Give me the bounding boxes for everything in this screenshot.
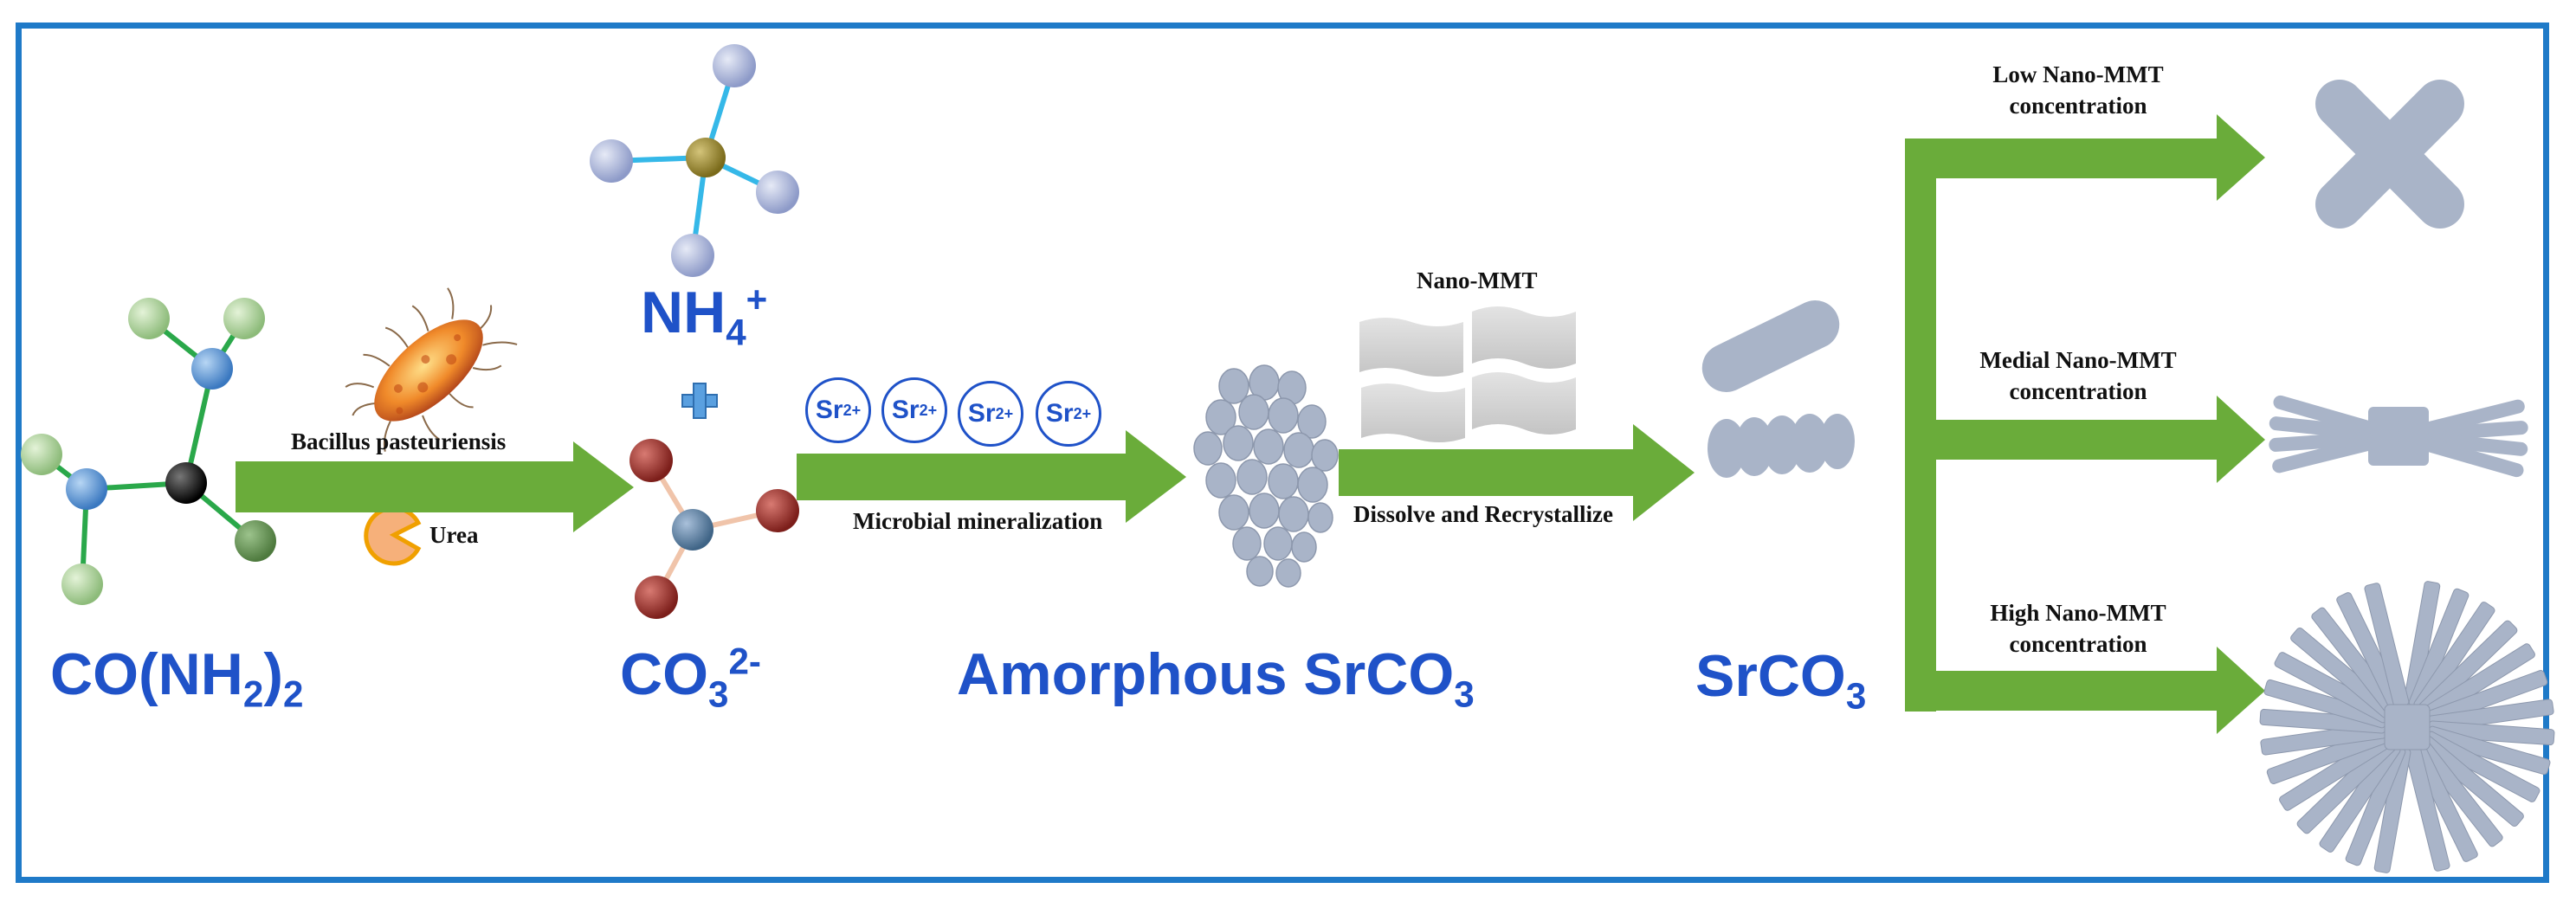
carbonate-label: CO32- <box>620 641 761 715</box>
arrow-mineralization <box>797 430 1186 523</box>
plus-icon <box>681 383 718 419</box>
srco3-label: SrCO3 <box>1695 643 1867 717</box>
ammonium-label: NH4+ <box>641 279 768 353</box>
ammonium-molecule-icon <box>590 44 799 277</box>
mineralization-annotation: Microbial mineralization <box>853 508 1103 534</box>
bundle-crystal-icon <box>2269 395 2528 478</box>
dissolve-annotation: Dissolve and Recrystallize <box>1353 501 1613 527</box>
srco3-rod-icon <box>1701 300 1855 478</box>
urea-formula-label: CO(NH2)2 <box>50 641 304 715</box>
branch-arrows <box>1905 114 2265 734</box>
urea-pacman-icon <box>364 506 422 566</box>
clay-sheet-icon <box>1359 306 1576 442</box>
carbonate-molecule-icon <box>629 439 799 619</box>
amorphous-particles-icon <box>1193 364 1339 588</box>
urea-molecule-icon <box>21 298 276 605</box>
arrow-urea-to-ions <box>236 441 634 532</box>
bacterium-icon <box>345 287 518 452</box>
amorphous-srco3-label: Amorphous SrCO3 <box>957 641 1475 715</box>
diagram-frame <box>16 23 2549 883</box>
nano-mmt-annotation: Nano-MMT <box>1417 267 1538 293</box>
arrow-recrystallize <box>1339 424 1695 521</box>
bacteria-annotation: Bacillus pasteuriensis <box>291 428 507 454</box>
radiating-crystal-icon <box>2259 581 2555 873</box>
x-crystal-icon <box>2315 80 2464 229</box>
urea-annotation: Urea <box>429 522 479 548</box>
